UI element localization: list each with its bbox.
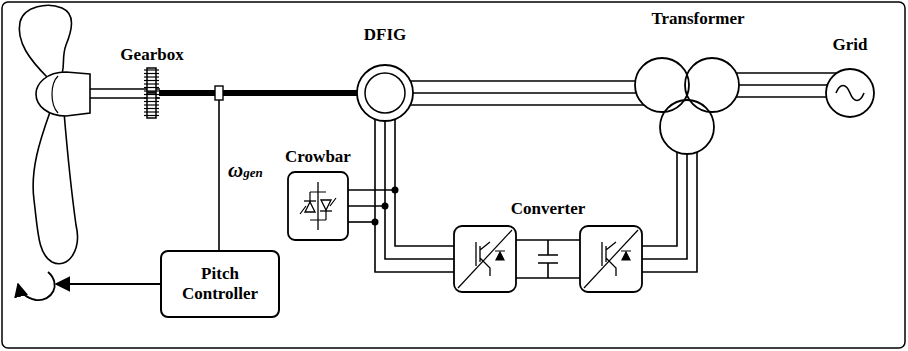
component-heading: Converter (448, 198, 648, 220)
component-heading: Crowbar (280, 146, 356, 168)
component-node: Transformer (628, 8, 768, 173)
gearbox-gears (144, 68, 159, 118)
crowbar-box (288, 172, 348, 240)
component-shape (628, 30, 768, 173)
component-shape (818, 56, 882, 122)
pitch-command-arrow (56, 283, 160, 285)
wire (348, 189, 395, 191)
gear-tooth (144, 111, 159, 112)
diode-symbol (621, 251, 631, 260)
component-heading: Transformer (628, 8, 768, 30)
thyristor-symbol (321, 200, 331, 210)
pitch-rotation-arrow (18, 272, 55, 300)
gear-tooth (144, 80, 159, 81)
igbt-symbol (602, 242, 616, 276)
power-connection (215, 86, 223, 250)
power-connection (159, 93, 357, 94)
wire (218, 100, 220, 250)
gear-tooth (144, 73, 159, 74)
gear-tooth (144, 83, 159, 84)
transformer-winding (635, 58, 689, 112)
converter-bridge (454, 226, 516, 292)
junction-dot (392, 187, 399, 194)
generator-rotor (365, 73, 405, 113)
box-label: Pitch Controller (170, 264, 270, 303)
component-shape (112, 66, 192, 120)
speed-sensor (215, 86, 223, 100)
diode-symbol (495, 251, 505, 260)
wire (410, 80, 635, 82)
transformer-winding (660, 100, 714, 154)
thyristor-lead (300, 192, 336, 220)
lower-blade (33, 112, 77, 264)
wire (375, 119, 454, 272)
hub-nose (36, 72, 90, 116)
component-node: Converter (448, 198, 648, 298)
wire (642, 152, 697, 272)
component-node: DFIG (345, 24, 425, 128)
controller-box: Pitch Controller (160, 250, 280, 318)
gear-tooth (144, 108, 159, 109)
gear-tooth (144, 69, 159, 70)
component-heading: Grid (818, 34, 882, 56)
power-connection (375, 119, 454, 272)
upper-blade (19, 5, 71, 78)
thyristor-symbol (305, 202, 315, 212)
wire (642, 154, 687, 259)
gear-tooth (144, 94, 159, 95)
dc-capacitor (538, 240, 558, 278)
wire (736, 72, 837, 74)
component-shape (448, 220, 648, 298)
low-speed-shaft (90, 97, 160, 99)
gear-tooth (144, 115, 159, 116)
component-node: Gearbox (112, 44, 192, 120)
power-connection (642, 152, 697, 272)
power-connection (410, 81, 644, 105)
component-shape (280, 168, 356, 244)
wire (413, 92, 636, 94)
igbt-symbol (476, 242, 490, 276)
transformer-winding (685, 58, 739, 112)
bridge-divider (458, 230, 512, 288)
junction-dot (372, 219, 379, 226)
component-node: Grid (818, 34, 882, 122)
component-heading: Gearbox (112, 44, 192, 66)
ac-symbol (836, 86, 864, 101)
bridge-divider (584, 230, 638, 288)
wire (642, 152, 677, 246)
thyristor-lead (317, 182, 318, 230)
component-node: Crowbar (280, 146, 356, 244)
generator-stator (357, 65, 413, 121)
power-connection (736, 73, 837, 97)
junction-dot (382, 203, 389, 210)
gear-tooth (144, 76, 159, 77)
gear-tooth (144, 104, 159, 105)
wire (348, 221, 375, 223)
gear-tooth (144, 97, 159, 98)
component-shape (345, 46, 425, 128)
gear-tooth (144, 90, 159, 91)
component-heading: DFIG (345, 24, 425, 46)
power-connection (348, 187, 399, 226)
hub-seam (52, 76, 58, 113)
converter-bridge (580, 226, 642, 292)
grid-source (826, 69, 874, 117)
wire (395, 119, 454, 246)
signal-label: ωgen (227, 158, 264, 183)
wire (159, 90, 357, 96)
wire (739, 84, 827, 86)
gear-tooth (144, 101, 159, 102)
gear-tooth (144, 87, 159, 88)
wire (348, 205, 385, 207)
wire (736, 96, 826, 98)
wire (410, 104, 644, 106)
